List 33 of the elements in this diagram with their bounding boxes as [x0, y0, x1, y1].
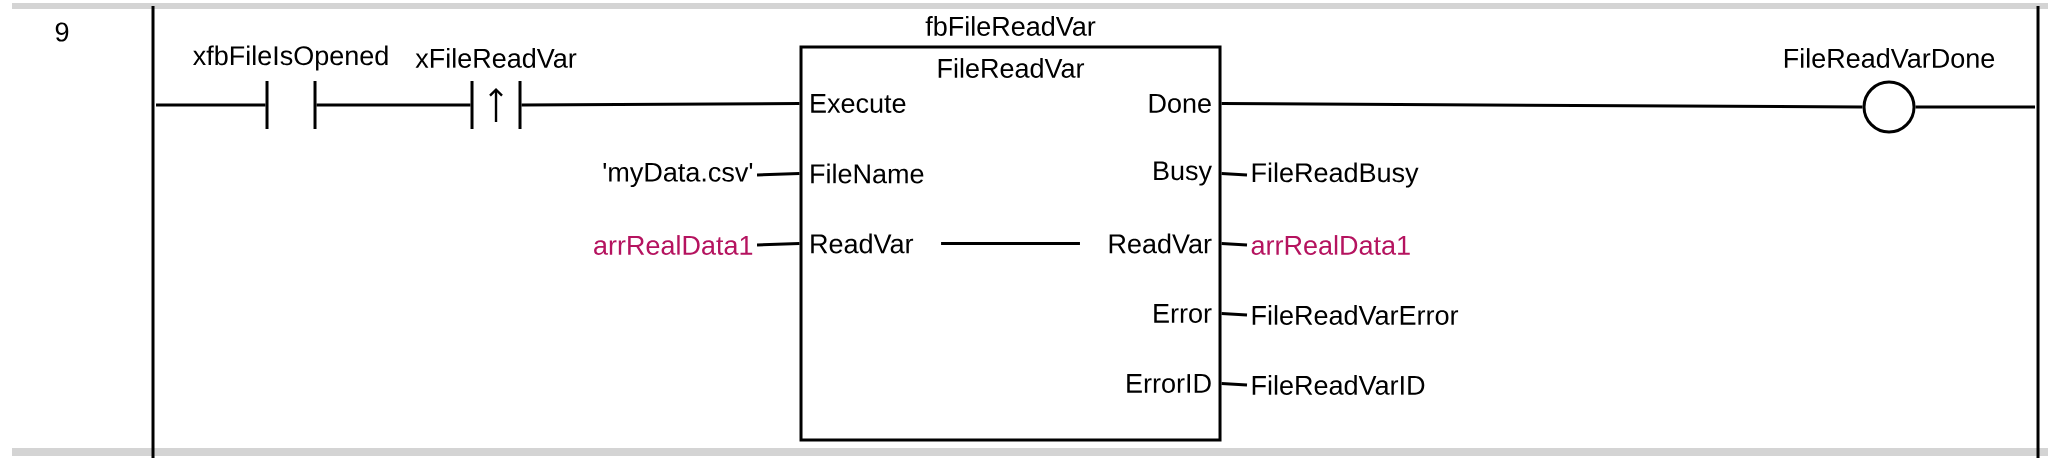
pin-label: ReadVar — [811, 233, 914, 254]
wire — [1221, 382, 1248, 387]
wire — [756, 172, 800, 177]
variable-label: 'myData.csv' — [603, 162, 753, 188]
wire — [756, 242, 800, 247]
wire — [521, 102, 800, 107]
wire — [1221, 102, 1863, 109]
pin-label: Execute — [811, 94, 906, 113]
variable-label: arrRealData1 — [1251, 235, 1410, 255]
wire — [941, 242, 1080, 245]
power-rail — [151, 6, 155, 458]
wire — [1221, 172, 1248, 177]
variable-label: arrRealData1 — [594, 235, 753, 255]
contact-label: xfbFileIsOpened — [193, 45, 388, 71]
wire — [156, 103, 266, 107]
variable-label: FileReadBusy — [1252, 162, 1419, 188]
instance-name: fbFileReadVar — [925, 16, 1096, 36]
wire — [1915, 105, 2035, 109]
wire — [1221, 312, 1248, 317]
contact-label: xFileReadVar — [415, 48, 577, 68]
pin-label: FileName — [811, 163, 924, 184]
coil-label: FileReadVarDone — [1784, 48, 1995, 68]
pin-label: ReadVar — [1109, 233, 1212, 254]
pin-label: Error — [1154, 304, 1212, 323]
variable-label: FileReadVarError — [1252, 305, 1459, 325]
wire — [1221, 242, 1248, 247]
wire — [316, 103, 471, 107]
rung-number: 9 — [55, 22, 69, 42]
pin-label: ErrorID — [1127, 374, 1211, 393]
pin-label: Done — [1149, 94, 1211, 113]
pin-label: Busy — [1154, 161, 1212, 186]
variable-label: FileReadVarID — [1252, 375, 1425, 395]
power-rail — [2036, 6, 2040, 458]
